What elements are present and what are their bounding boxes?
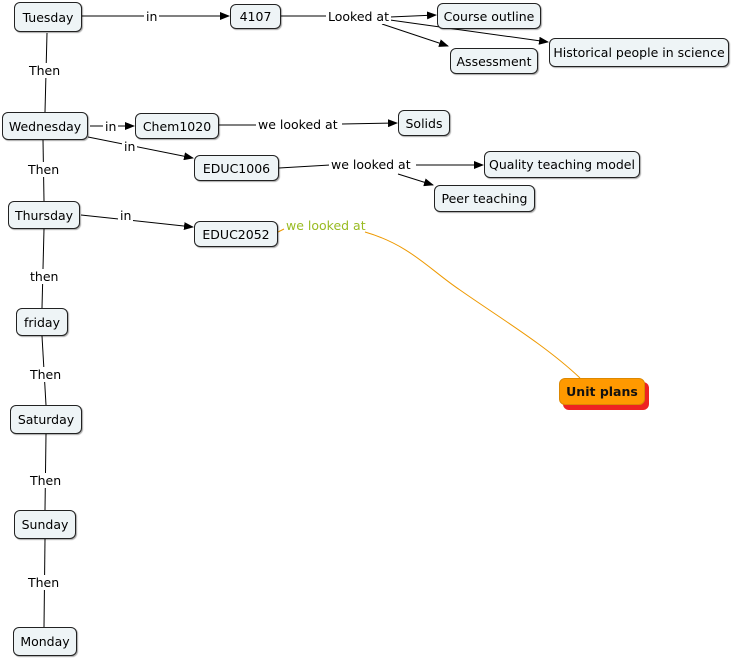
link-label-then: then (28, 269, 61, 284)
node-course-4107[interactable]: 4107 (230, 4, 281, 29)
node-quality-teaching-model[interactable]: Quality teaching model (484, 151, 640, 178)
link-label-in: in (118, 208, 134, 223)
node-assessment[interactable]: Assessment (450, 48, 538, 74)
link-label-we-looked-at: we looked at (256, 117, 340, 132)
link-label-then: Then (27, 63, 63, 78)
link-label-then: Then (26, 162, 62, 177)
link-label-in: in (144, 9, 160, 24)
node-course-chem1020[interactable]: Chem1020 (135, 113, 219, 139)
link-label-we-looked-at: we looked at (286, 218, 366, 233)
link-label-then: Then (28, 473, 64, 488)
node-unit-plans[interactable]: Unit plans (559, 378, 645, 405)
node-friday[interactable]: friday (16, 308, 68, 336)
node-tuesday[interactable]: Tuesday (14, 2, 82, 32)
node-monday[interactable]: Monday (13, 627, 77, 656)
node-sunday[interactable]: Sunday (14, 510, 76, 539)
node-historical-people-in-science[interactable]: Historical people in science (549, 38, 729, 67)
link-label-then: Then (28, 367, 64, 382)
node-peer-teaching[interactable]: Peer teaching (434, 185, 535, 212)
node-solids[interactable]: Solids (398, 110, 450, 136)
link-label-in: in (103, 119, 119, 134)
link-label-then: Then (26, 575, 62, 590)
link-label-we-looked-at: we looked at (329, 157, 413, 172)
link-label-in: in (122, 139, 138, 154)
node-course-educ1006[interactable]: EDUC1006 (194, 155, 279, 181)
node-course-educ2052[interactable]: EDUC2052 (194, 221, 278, 247)
node-saturday[interactable]: Saturday (10, 405, 82, 434)
node-course-outline[interactable]: Course outline (437, 3, 541, 29)
node-wednesday[interactable]: Wednesday (2, 112, 88, 140)
node-thursday[interactable]: Thursday (8, 201, 80, 229)
link-label-looked-at: Looked at (326, 9, 391, 24)
